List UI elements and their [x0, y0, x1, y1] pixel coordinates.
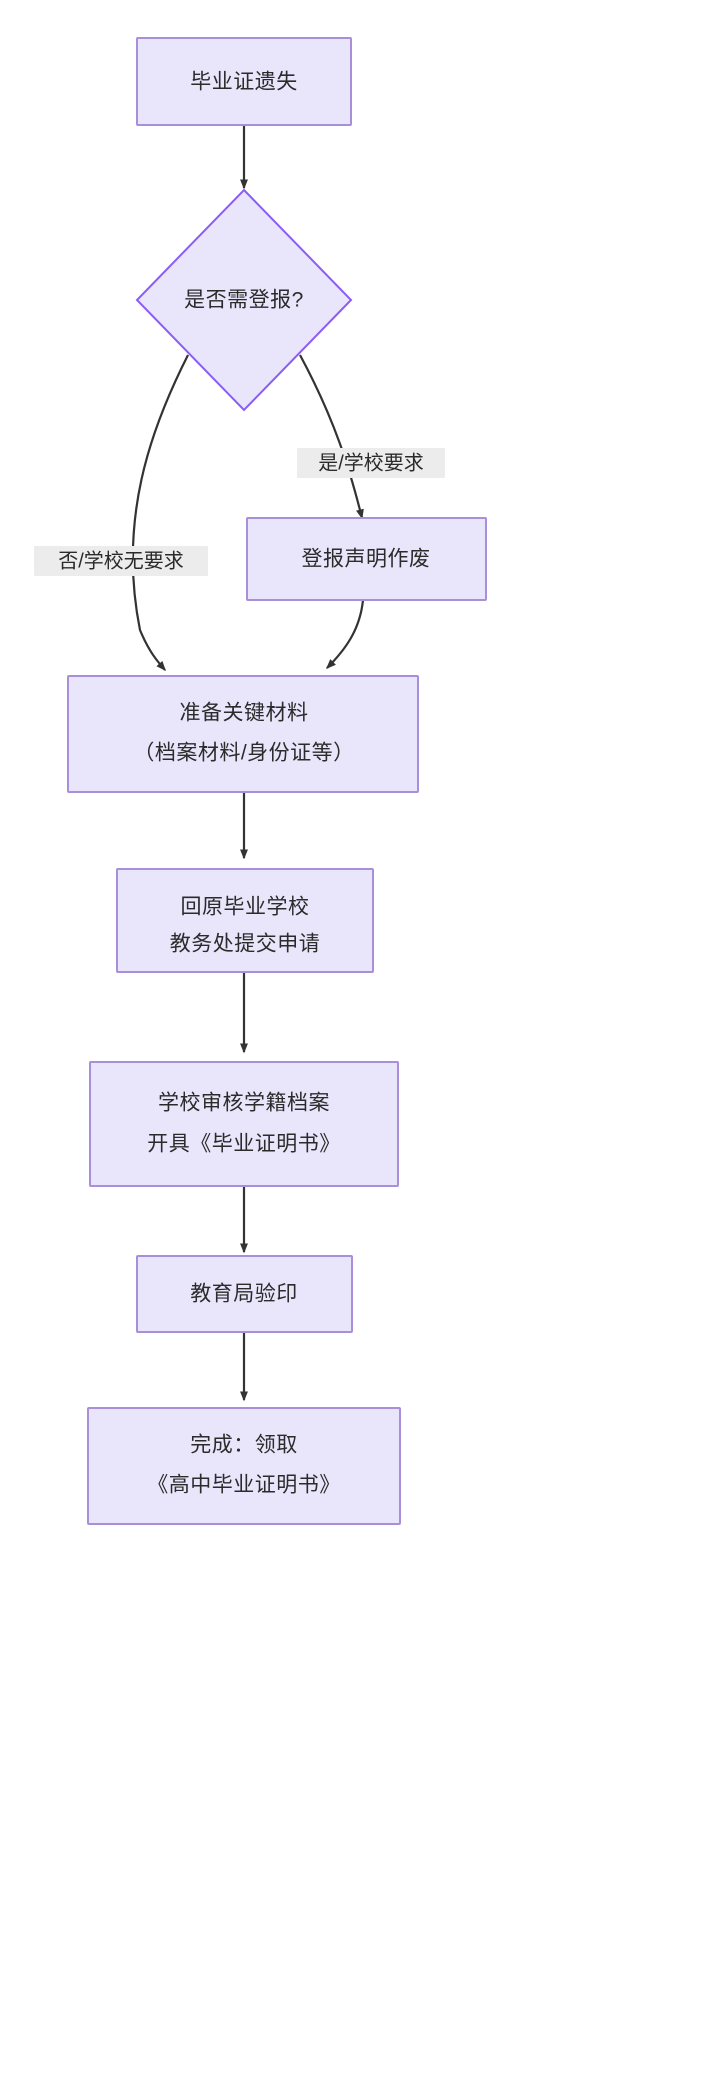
node-start-label: 毕业证遗失 [190, 71, 298, 94]
node-start[interactable]: 毕业证遗失 [136, 37, 352, 126]
edge-decision-to-prepare [131, 354, 189, 672]
edge-label-no-publish-bg [34, 546, 208, 576]
node-prepare-label-line1: 准备关键材料 [180, 702, 309, 725]
node-done-shape[interactable] [87, 1407, 401, 1525]
node-decision-shape[interactable] [135, 188, 353, 412]
node-review[interactable]: 学校审核学籍档案 开具《毕业证明书》 [89, 1061, 399, 1187]
node-apply-label-line2: 教务处提交申请 [170, 933, 321, 956]
edge-label-publish-bg [297, 448, 445, 478]
node-stamp[interactable]: 教育局验印 [136, 1255, 353, 1333]
node-publish[interactable]: 登报声明作废 [246, 517, 487, 601]
node-prepare-label-line2: （档案材料/身份证等） [133, 742, 354, 765]
node-review-shape[interactable] [89, 1061, 399, 1187]
node-review-label-line2: 开具《毕业证明书》 [147, 1133, 341, 1156]
node-stamp-shape[interactable] [136, 1255, 353, 1333]
node-apply[interactable]: 回原毕业学校 教务处提交申请 [116, 868, 374, 973]
node-apply-label-line1: 回原毕业学校 [181, 896, 310, 919]
node-decision-label: 是否需登报? [184, 289, 304, 312]
edge-publish-to-prepare [326, 599, 365, 669]
node-done[interactable]: 完成：领取 《高中毕业证明书》 [87, 1407, 401, 1525]
node-publish-label: 登报声明作废 [302, 548, 431, 571]
edge-label-no-publish: 否/学校无要求 [34, 546, 208, 576]
node-start-shape[interactable] [136, 37, 352, 126]
node-done-label-line2: 《高中毕业证明书》 [147, 1474, 341, 1497]
node-stamp-label: 教育局验印 [190, 1283, 298, 1306]
edge-decision-to-publish [299, 354, 364, 520]
node-decision[interactable]: 是否需登报? [135, 188, 353, 412]
edge-label-publish: 是/学校要求 [297, 448, 445, 478]
node-done-label-line1: 完成：领取 [190, 1434, 298, 1457]
node-apply-shape[interactable] [116, 868, 374, 973]
edge-label-no-publish-text: 否/学校无要求 [58, 549, 184, 572]
node-publish-shape[interactable] [246, 517, 487, 601]
node-prepare-shape[interactable] [67, 675, 419, 793]
node-review-label-line1: 学校审核学籍档案 [158, 1092, 330, 1115]
edge-label-publish-text: 是/学校要求 [318, 451, 424, 474]
node-prepare[interactable]: 准备关键材料 （档案材料/身份证等） [67, 675, 419, 793]
